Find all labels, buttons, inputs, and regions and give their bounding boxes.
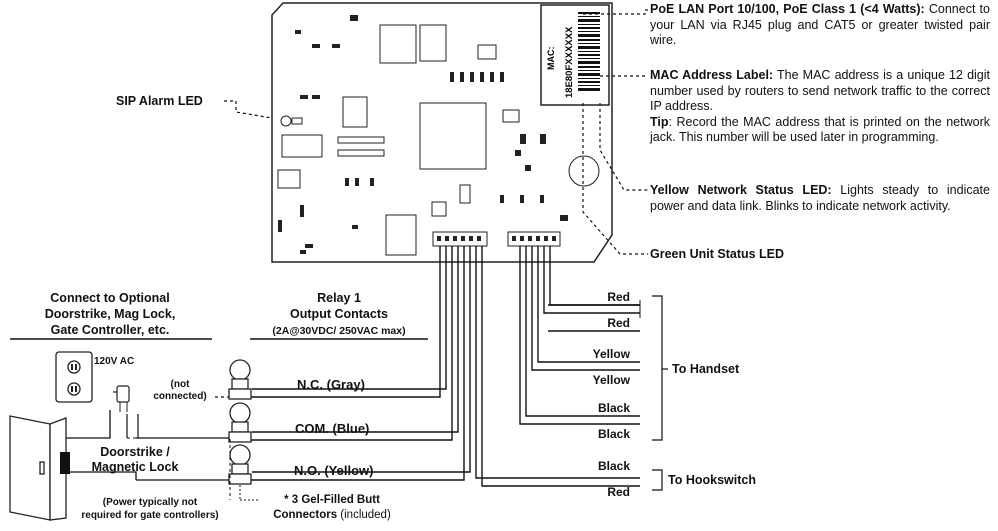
board-small-parts	[278, 15, 568, 254]
ac-outlet	[55, 351, 93, 403]
poe-callout: PoE LAN Port 10/100, PoE Class 1 (<4 Wat…	[650, 2, 990, 49]
tip-text: : Record the MAC address that is printed…	[650, 114, 990, 145]
butt-note-2a: Connectors	[273, 509, 338, 521]
no-label: N.O. (Yellow)	[294, 463, 374, 478]
relay-title-1: Relay 1	[317, 291, 361, 305]
yellow-led-title: Yellow Network Status LED:	[650, 183, 832, 197]
doorstrike-2: Magnetic Lock	[91, 460, 179, 474]
connect-title: Connect to Optional Doorstrike, Mag Lock…	[10, 290, 210, 338]
power-note-2: required for gate controllers)	[81, 510, 219, 521]
green-led-label: Green Unit Status LED	[650, 247, 785, 261]
wire-label-black-2: Black	[597, 427, 630, 441]
to-hookswitch-label: To Hookswitch	[668, 473, 756, 487]
wire-label-red-1: Red	[607, 290, 630, 304]
wire-label-yellow-1: Yellow	[592, 347, 630, 361]
yellow-led-callout: Yellow Network Status LED: Lights steady…	[650, 183, 990, 214]
to-handset-label: To Handset	[672, 362, 740, 376]
wire-label-black-1: Black	[597, 401, 630, 415]
not-connected-label: (not connected)	[150, 379, 210, 403]
wire-label-yellow-2: Yellow	[592, 373, 630, 387]
butt-connector-nc	[228, 359, 252, 400]
mac-barcode	[578, 12, 600, 91]
poe-text: Connect to your LAN via RJ45 plug and CA…	[650, 2, 990, 47]
handset-connector	[507, 231, 561, 247]
not-connected-2: connected)	[153, 391, 207, 402]
relay-wires	[246, 246, 471, 481]
butt-note-1: * 3 Gel-Filled Butt	[284, 494, 380, 506]
handset-bracket	[652, 295, 668, 441]
com-label: COM. (Blue)	[295, 421, 370, 436]
wire-label-red-2: Red	[607, 316, 630, 330]
connect-title-3: Gate Controller, etc.	[50, 323, 170, 337]
ac-label: 120V AC	[94, 356, 135, 367]
relay-rating: (2A@30VDC/ 250VAC max)	[272, 325, 406, 337]
wire-label-red-3: Red	[607, 485, 630, 499]
butt-note-2b: (included)	[337, 509, 391, 521]
butt-connector-com	[228, 402, 252, 443]
power-note: (Power typically not required for gate c…	[60, 496, 240, 522]
yellow-led-text: Lights steady to indicate power and data…	[650, 183, 990, 213]
connect-title-2: Doorstrike, Mag Lock,	[44, 307, 176, 321]
mac-callout: MAC Address Label: The MAC address is a …	[650, 68, 990, 146]
tip-title: Tip	[650, 114, 669, 129]
doorstrike-label: Doorstrike / Magnetic Lock	[80, 445, 190, 475]
connect-title-1: Connect to Optional	[50, 291, 170, 305]
mac-label-title: MAC:	[546, 47, 556, 71]
doorstrike-1: Doorstrike /	[100, 445, 170, 459]
handset-wires	[519, 246, 640, 425]
butt-connector-no	[228, 444, 252, 485]
wire-label-black-3: Black	[597, 459, 630, 473]
doorstrike-block	[60, 452, 70, 474]
power-adapter	[113, 385, 130, 403]
power-note-1: (Power typically not	[102, 497, 198, 508]
relay-title-2: Output Contacts	[290, 307, 388, 321]
relay-title: Relay 1 Output Contacts (2A@30VDC/ 250VA…	[250, 290, 428, 339]
relay-connector	[432, 231, 488, 247]
mac-label-value: 18E80FXXXXXX	[564, 26, 575, 98]
not-connected-1: (not	[170, 379, 190, 390]
nc-label: N.C. (Gray)	[297, 377, 365, 392]
poe-title: PoE LAN Port 10/100, PoE Class 1 (<4 Wat…	[650, 2, 925, 16]
board-components	[277, 24, 600, 256]
mac-title: MAC Address Label:	[650, 68, 774, 82]
sip-alarm-led-label: SIP Alarm LED	[116, 94, 203, 108]
butt-connector-note: * 3 Gel-Filled Butt Connectors (included…	[262, 493, 402, 523]
butt-connectors	[228, 359, 252, 485]
hookswitch-bracket	[652, 469, 663, 491]
hookswitch-wires	[475, 246, 640, 487]
mac-text: The MAC address is a unique 12 digit num…	[650, 68, 991, 113]
door	[9, 415, 67, 521]
